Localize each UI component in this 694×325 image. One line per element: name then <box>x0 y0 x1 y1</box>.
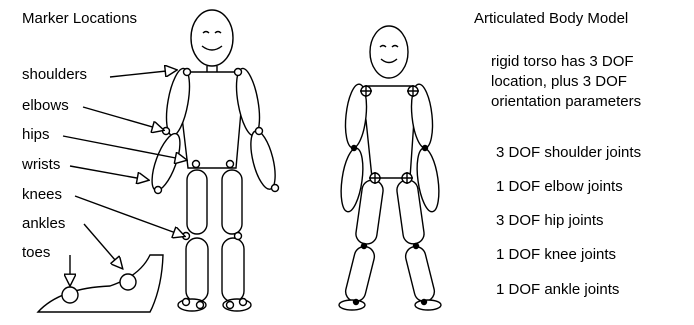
left-forearm-left <box>246 128 280 191</box>
left-shin-right <box>186 238 208 302</box>
left-head <box>191 10 233 66</box>
right-torso <box>363 86 417 178</box>
articulated-figure <box>338 26 443 310</box>
marker-wrist <box>155 187 162 194</box>
marker-elbow <box>163 128 170 135</box>
right-foot <box>415 300 441 310</box>
marker-shoulder <box>235 69 242 76</box>
marker-figure <box>146 10 280 311</box>
marker-elbow <box>256 128 263 135</box>
marker-hip <box>193 161 200 168</box>
left-thigh-left <box>222 170 242 234</box>
left-shin-left <box>222 238 244 302</box>
right-head <box>370 26 408 78</box>
right-shin <box>404 244 437 303</box>
marker-ankle <box>183 299 190 306</box>
marker-knee <box>235 233 242 240</box>
left-forearm-right <box>146 130 185 193</box>
marker-hip <box>227 161 234 168</box>
marker-toe <box>62 287 78 303</box>
right-foot <box>339 300 365 310</box>
marker-wrist <box>272 185 279 192</box>
marker-foot-ankle <box>120 274 136 290</box>
marker-ankle <box>227 302 234 309</box>
right-shin <box>344 244 377 303</box>
marker-shoulder <box>184 69 191 76</box>
marker-ankle <box>197 302 204 309</box>
left-thigh-right <box>187 170 207 234</box>
marker-ankle <box>240 299 247 306</box>
foot-side-view <box>38 255 163 312</box>
